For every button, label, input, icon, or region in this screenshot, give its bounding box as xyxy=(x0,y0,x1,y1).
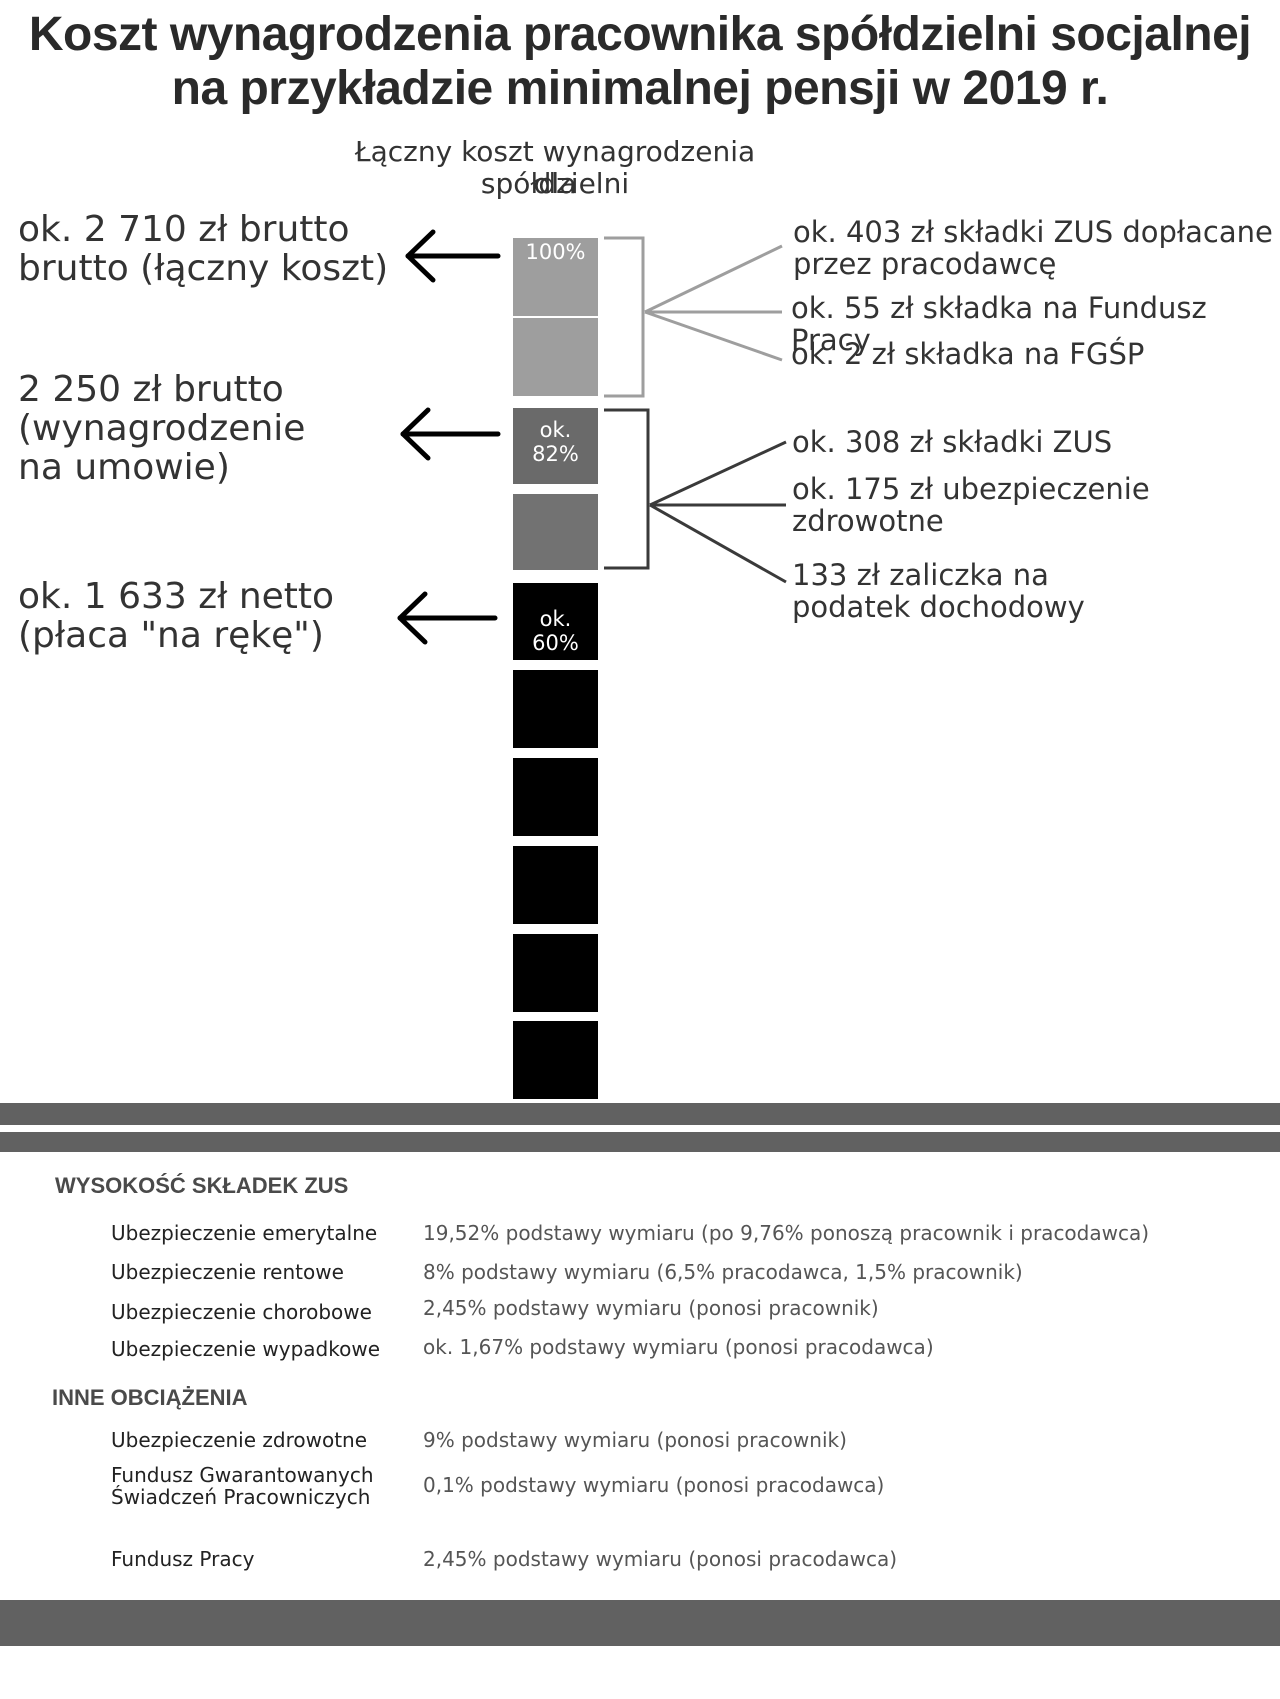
bar-title-line-2: spółdzielni xyxy=(480,167,630,200)
bar-segment-employer-2 xyxy=(513,318,598,396)
other-row-name-fgsp-line-2: Świadczeń Pracowniczych xyxy=(111,1485,371,1509)
arrow-total-cost xyxy=(405,229,501,283)
label-income-tax: 133 zł zaliczka na podatek dochodowy xyxy=(792,559,1085,623)
section-title-zus: WYSOKOŚĆ SKŁADEK ZUS xyxy=(55,1173,349,1198)
label-health-insurance-line-2: zdrowotne xyxy=(792,504,944,538)
bar-segment-deductions-2 xyxy=(513,494,598,570)
bar-segment-net-2 xyxy=(513,670,598,748)
label-fgsp: ok. 2 zł składka na FGŚP xyxy=(791,337,1145,371)
label-net-salary-line-1: ok. 1 633 zł netto xyxy=(18,576,335,617)
label-zus-employer: ok. 403 zł składki ZUS dopłacane przez p… xyxy=(793,216,1273,280)
label-total-cost-line-2: brutto (łączny koszt) xyxy=(18,248,389,289)
label-total-cost: ok. 2 710 zł brutto brutto (łączny koszt… xyxy=(18,210,388,288)
label-income-tax-line-1: 133 zł zaliczka na xyxy=(792,558,1049,592)
arrow-net-salary xyxy=(397,591,498,645)
bar-segment-net-1: ok. 60% xyxy=(513,583,598,660)
bar-label-82: ok. 82% xyxy=(532,418,579,466)
diagram-connectors xyxy=(397,229,787,645)
separator-band-1 xyxy=(0,1103,1280,1125)
footer-band xyxy=(0,1600,1280,1646)
other-row-value-labour-fund: 2,45% podstawy wymiaru (ponosi pracodawc… xyxy=(423,1547,898,1571)
label-labour-fund: ok. 55 zł składka na Fundusz Pracy xyxy=(791,291,1207,357)
bracket-employer-costs xyxy=(604,236,783,398)
bar-segment-employer-1: 100% xyxy=(513,238,598,316)
bar-title-line-1: Łączny koszt wynagrodzenia dla xyxy=(354,135,756,200)
zus-row-name-accident: Ubezpieczenie wypadkowe xyxy=(111,1337,380,1361)
bar-label-60: ok. 60% xyxy=(532,607,579,655)
other-row-name-fgsp-line-1: Fundusz Gwarantowanych xyxy=(111,1463,374,1487)
zus-row-value-pension: 19,52% podstawy wymiaru (po 9,76% ponosz… xyxy=(423,1221,1150,1245)
bracket-deductions xyxy=(604,408,787,584)
zus-row-value-sickness: 2,45% podstawy wymiaru (ponosi pracownik… xyxy=(423,1296,879,1320)
zus-row-name-disability: Ubezpieczenie rentowe xyxy=(111,1260,344,1284)
zus-row-name-sickness: Ubezpieczenie chorobowe xyxy=(111,1300,372,1324)
zus-row-name-pension: Ubezpieczenie emerytalne xyxy=(111,1221,378,1245)
label-health-insurance-line-1: ok. 175 zł ubezpieczenie xyxy=(792,472,1150,506)
label-income-tax-line-2: podatek dochodowy xyxy=(792,590,1085,624)
label-net-salary-line-2: (płaca "na rękę") xyxy=(18,615,324,656)
bar-segment-net-5 xyxy=(513,934,598,1012)
bar-segment-net-3 xyxy=(513,758,598,836)
zus-row-value-disability: 8% podstawy wymiaru (6,5% pracodawca, 1,… xyxy=(423,1260,1023,1284)
bar-segment-net-4 xyxy=(513,846,598,924)
label-gross-salary-line-2: (wynagrodzenie xyxy=(18,408,306,449)
page-title-line-2: na przykładzie minimalnej pensji w 2019 … xyxy=(171,62,1109,115)
bar-segment-net-6 xyxy=(513,1021,598,1099)
other-row-name-health: Ubezpieczenie zdrowotne xyxy=(111,1428,368,1452)
label-total-cost-line-1: ok. 2 710 zł brutto xyxy=(18,209,350,250)
page-title-line-1: Koszt wynagrodzenia pracownika spółdziel… xyxy=(28,8,1252,61)
arrow-gross-salary xyxy=(400,407,501,461)
label-zus-employer-line-2: przez pracodawcę xyxy=(793,247,1057,281)
bar-label-100: 100% xyxy=(525,240,586,264)
label-net-salary: ok. 1 633 zł netto (płaca "na rękę") xyxy=(18,577,334,655)
separator-band-2 xyxy=(0,1132,1280,1152)
other-row-value-fgsp: 0,1% podstawy wymiaru (ponosi pracodawca… xyxy=(423,1473,885,1497)
label-zus-employee: ok. 308 zł składki ZUS xyxy=(792,425,1113,459)
bar-segment-deductions-1: ok. 82% xyxy=(513,408,598,484)
other-row-name-fgsp: Fundusz Gwarantowanych Świadczeń Pracown… xyxy=(111,1464,374,1508)
zus-row-value-accident: ok. 1,67% podstawy wymiaru (ponosi praco… xyxy=(423,1335,934,1359)
other-row-name-labour-fund: Fundusz Pracy xyxy=(111,1547,255,1571)
section-title-other: INNE OBCIĄŻENIA xyxy=(52,1385,248,1410)
label-gross-salary-line-1: 2 250 zł brutto xyxy=(18,369,284,410)
label-health-insurance: ok. 175 zł ubezpieczenie zdrowotne xyxy=(792,473,1150,537)
label-gross-salary: 2 250 zł brutto (wynagrodzenie na umowie… xyxy=(18,370,305,487)
other-row-value-health: 9% podstawy wymiaru (ponosi pracownik) xyxy=(423,1428,847,1452)
label-zus-employer-line-1: ok. 403 zł składki ZUS dopłacane xyxy=(793,215,1273,249)
label-gross-salary-line-3: na umowie) xyxy=(18,447,230,488)
